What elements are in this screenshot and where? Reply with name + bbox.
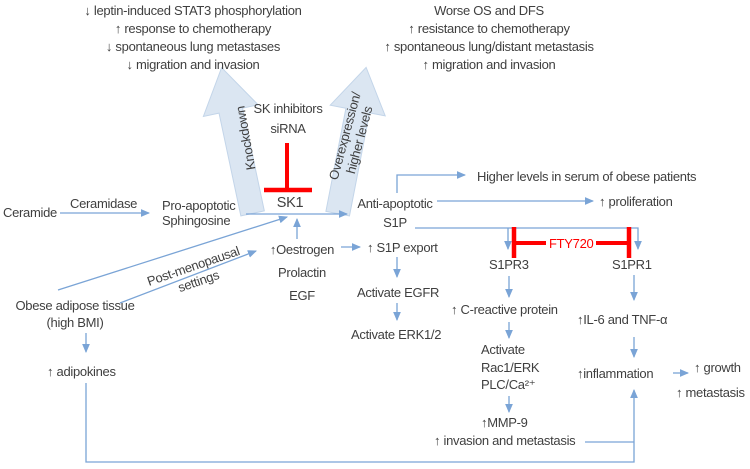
outcome-line: ↓ leptin-induced STAT3 phosphorylation xyxy=(84,3,302,18)
mmp9-label: ↑MMP-9 xyxy=(481,415,528,430)
obese-tissue-line2: (high BMI) xyxy=(46,315,104,330)
ceramide-node: Ceramide xyxy=(3,205,57,220)
overexpression-big-arrow-icon xyxy=(325,66,387,217)
obese-tissue-node: Obese adipose tissue (high BMI) xyxy=(15,297,135,331)
pro-apoptotic-line1: Pro-apoptotic xyxy=(162,198,236,213)
connector-arrows xyxy=(57,171,690,463)
outcome-line: ↑ resistance to chemotherapy xyxy=(408,21,570,36)
knockdown-big-arrow-icon xyxy=(202,66,265,217)
sk-inhibitors-line1: SK inhibitors xyxy=(253,101,323,116)
obese-tissue-line1: Obese adipose tissue xyxy=(15,298,135,313)
growth-label: ↑ growth xyxy=(694,360,741,375)
oestrogen-label: ↑Oestrogen xyxy=(269,242,335,257)
activate-rac-block: Activate Rac1/ERK PLC/Ca²⁺ xyxy=(481,341,540,394)
s1pr1-node: S1PR1 xyxy=(612,257,652,272)
fty720-label: FTY720 xyxy=(546,236,597,251)
sk1-node: SK1 xyxy=(276,195,304,211)
rac-erk-line: Rac1/ERK xyxy=(481,359,540,375)
s1p-export-label: ↑ S1P export xyxy=(367,240,438,255)
outcome-line: ↑ response to chemotherapy xyxy=(114,21,272,36)
pro-apoptotic-node: Pro-apoptotic Sphingosine xyxy=(162,198,236,228)
plc-ca-line: PLC/Ca²⁺ xyxy=(481,377,536,392)
ceramidase-label: Ceramidase xyxy=(70,196,138,211)
outcome-line: Worse OS and DFS xyxy=(434,3,544,18)
sk-inhibitors-line2: siRNA xyxy=(270,121,306,136)
activate-erk-label: Activate ERK1/2 xyxy=(351,327,442,342)
anti-apoptotic-line1: Anti-apoptotic xyxy=(357,196,433,211)
egf-label: EGF xyxy=(289,288,315,303)
il6-tnf-label: ↑IL-6 and TNF-α xyxy=(577,312,668,327)
adipokines-to-inflammation-loop-arrow xyxy=(85,383,638,463)
obese-to-sk1-arrow xyxy=(57,215,288,291)
outcome-line: ↓ migration and invasion xyxy=(126,57,260,72)
outcome-line: ↑ spontaneous lung/distant metastasis xyxy=(384,39,594,54)
sk1-inhibition-tbar xyxy=(264,143,312,193)
activate-egfr-label: Activate EGFR xyxy=(357,285,440,300)
adipokines-label: ↑ adipokines xyxy=(47,364,116,379)
serum-levels-label: Higher levels in serum of obese patients xyxy=(477,169,697,184)
prolactin-label: Prolactin xyxy=(278,265,326,280)
s1p-to-serum-elbow-arrow xyxy=(396,171,467,193)
overexpression-outcomes-block: Worse OS and DFS ↑ resistance to chemoth… xyxy=(330,2,648,74)
outcome-line: ↓ spontaneous lung metastases xyxy=(105,39,281,54)
s1p-to-s1pr1-arrow xyxy=(415,227,642,251)
invasion-metastasis-label: ↑ invasion and metastasis xyxy=(434,433,576,448)
sk-inhibitors-label: SK inhibitors siRNA xyxy=(240,99,336,139)
anti-apoptotic-node: Anti-apoptotic S1P xyxy=(354,194,436,232)
s1pr3-node: S1PR3 xyxy=(489,257,529,272)
proliferation-label: ↑ proliferation xyxy=(599,194,673,209)
outcome-line: ↑ migration and invasion xyxy=(422,57,556,72)
hormones-block: ↑Oestrogen Prolactin EGF xyxy=(261,238,343,307)
postmenopausal-arrow xyxy=(119,250,257,304)
s1p-line: S1P xyxy=(383,215,407,230)
sphingosine-line: Sphingosine xyxy=(162,213,231,228)
activate-line: Activate xyxy=(481,342,525,357)
c-reactive-label: ↑ C-reactive protein xyxy=(451,302,558,317)
knockdown-outcomes-block: ↓ leptin-induced STAT3 phosphorylation ↑… xyxy=(28,2,358,74)
inflammation-label: ↑inflammation xyxy=(577,366,654,381)
metastasis-label: ↑ metastasis xyxy=(676,385,745,400)
